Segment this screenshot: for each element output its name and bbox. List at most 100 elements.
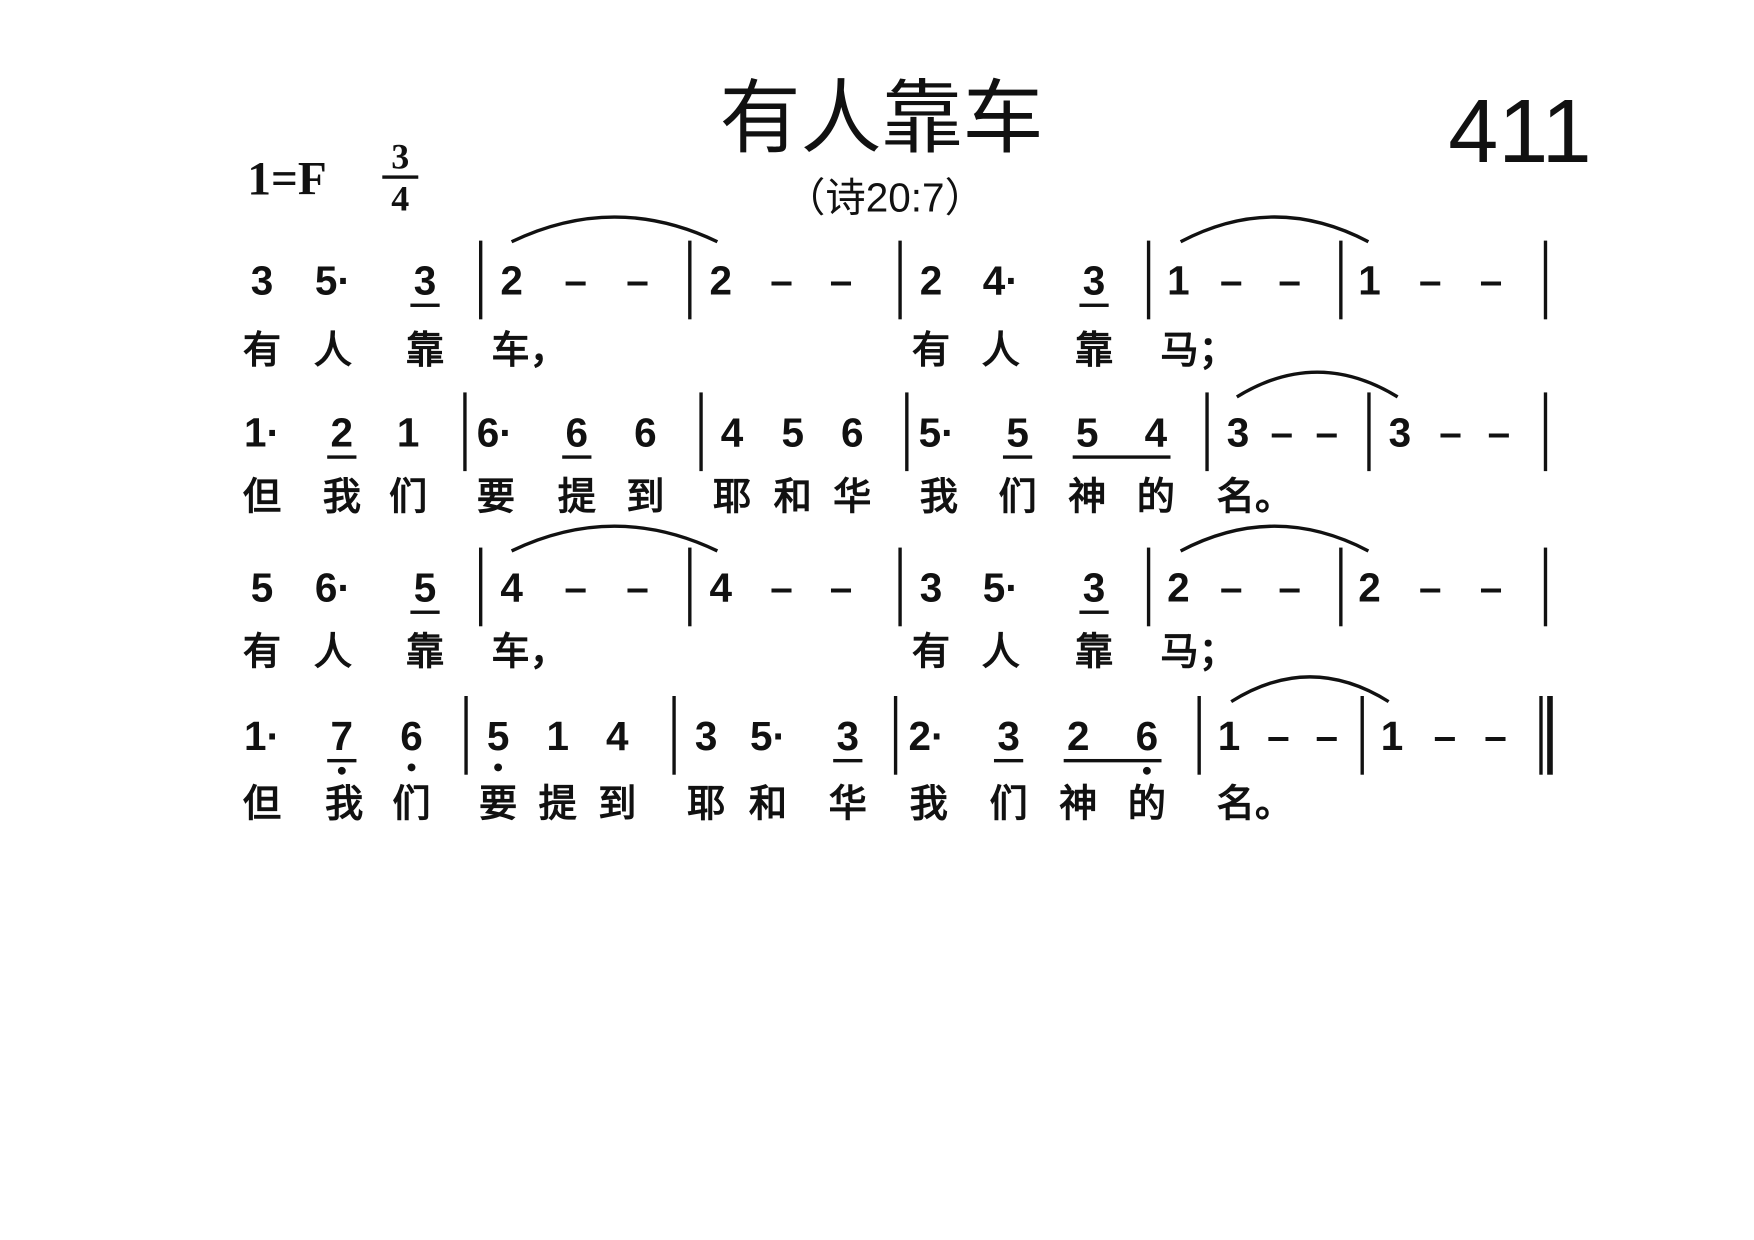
lyric-syllable: 们 [998, 474, 1037, 520]
lyric-syllable: 耶 [712, 474, 752, 520]
note: 1 [1218, 713, 1241, 759]
eighth-underline [410, 610, 440, 614]
duration-dash: – [1479, 564, 1503, 611]
slur-tie [510, 524, 719, 553]
barline [1146, 547, 1151, 627]
note-digit: 5 [314, 257, 338, 304]
lyric-syllable: 耶 [687, 781, 726, 827]
augmentation-dot: · [499, 409, 513, 456]
note: 3 [920, 565, 943, 611]
note-digit: 4 [500, 564, 523, 611]
note: 1 [1380, 712, 1404, 759]
dash-symbol: – [829, 257, 853, 304]
barline [699, 392, 703, 472]
note: 6 [566, 410, 589, 455]
note-digit: 6 [634, 409, 657, 456]
lyric-syllable: 有 [911, 328, 951, 374]
lyric-syllable: 有 [242, 629, 282, 675]
note-digit: 2 [1358, 564, 1381, 611]
beam-underline [1072, 455, 1171, 459]
note-digit: 3 [694, 712, 718, 759]
barline [1543, 240, 1548, 320]
dash-symbol: – [1267, 712, 1290, 759]
note: 5· [314, 257, 351, 304]
lyric-syllable: 靠 [405, 629, 445, 675]
lyric-syllable: 但 [242, 781, 282, 827]
slur-tie [1179, 524, 1370, 553]
note-digit: 3 [250, 257, 274, 304]
note-digit: 6 [314, 564, 338, 611]
note-digit: 6 [565, 409, 589, 456]
final-barline [1539, 696, 1543, 775]
note: 1· [244, 713, 280, 759]
note-digit: 3 [997, 712, 1020, 759]
barline [1339, 547, 1343, 627]
note: 5 [1076, 410, 1099, 455]
dash-symbol: – [1315, 712, 1339, 759]
note: 6 [841, 410, 864, 455]
dash-symbol: – [1439, 409, 1462, 456]
note: 2· [908, 712, 945, 759]
dash-symbol: – [1315, 409, 1339, 456]
note-digit: 4 [720, 409, 744, 456]
lyric-syllable: 我 [909, 781, 948, 827]
lyric-syllable: 有 [911, 629, 951, 675]
note-digit: 5 [1006, 409, 1029, 456]
duration-dash: – [770, 257, 793, 304]
note-digit: 5 [250, 564, 274, 611]
duration-dash: – [1271, 410, 1294, 455]
note: 4 [606, 713, 629, 759]
note: 2 [1358, 564, 1381, 611]
duration-dash: – [1439, 410, 1462, 455]
note-digit: 5 [749, 712, 773, 759]
note: 4 [709, 565, 732, 611]
lyric-syllable: 提 [538, 781, 577, 827]
dash-symbol: – [1479, 257, 1503, 304]
note: 5 [781, 410, 804, 455]
dash-symbol: – [1479, 564, 1503, 611]
lyric-syllable: 车， [491, 629, 568, 675]
dash-symbol: – [564, 564, 587, 611]
note: 3 [1389, 410, 1412, 455]
barline [905, 392, 909, 472]
duration-dash: – [1278, 258, 1301, 304]
note: 3 [694, 712, 718, 759]
lyric-syllable: 和 [748, 781, 788, 827]
eighth-underline [327, 455, 357, 459]
note: 3 [1083, 258, 1106, 304]
dash-symbol: – [1219, 564, 1243, 611]
note-digit: 5 [413, 564, 437, 611]
barline [1205, 392, 1209, 472]
duration-dash: – [830, 565, 853, 611]
duration-dash: – [626, 258, 649, 304]
lyric-syllable: 们 [989, 781, 1028, 827]
eighth-underline [1079, 610, 1109, 614]
dash-symbol: – [564, 257, 587, 304]
note-digit: 3 [836, 712, 860, 759]
note-digit: 2 [1067, 712, 1090, 759]
augmentation-dot: · [931, 712, 945, 759]
dash-symbol: – [626, 564, 649, 611]
lyric-syllable: 要 [476, 474, 515, 520]
duration-dash: – [1267, 712, 1290, 759]
note-digit: 1 [546, 712, 569, 759]
eighth-underline [993, 758, 1024, 763]
note: 4· [982, 257, 1019, 304]
note-digit: 4 [982, 257, 1006, 304]
slur-tie [510, 215, 719, 244]
eighth-underline [410, 303, 440, 307]
lyric-syllable: 靠 [405, 328, 445, 374]
duration-dash: – [564, 564, 587, 611]
note: 2 [331, 410, 354, 455]
note-digit: 7 [330, 712, 354, 759]
dash-symbol: – [1219, 257, 1243, 304]
note: 5 [487, 713, 510, 759]
key-signature: 1=F [247, 154, 327, 206]
augmentation-dot: · [772, 712, 786, 759]
note-digit: 1 [1380, 712, 1404, 759]
note-digit: 3 [413, 257, 437, 304]
note: 3 [1227, 410, 1250, 455]
duration-dash: – [1484, 713, 1507, 759]
lyric-syllable: 人 [313, 328, 352, 374]
dash-symbol: – [770, 257, 793, 304]
